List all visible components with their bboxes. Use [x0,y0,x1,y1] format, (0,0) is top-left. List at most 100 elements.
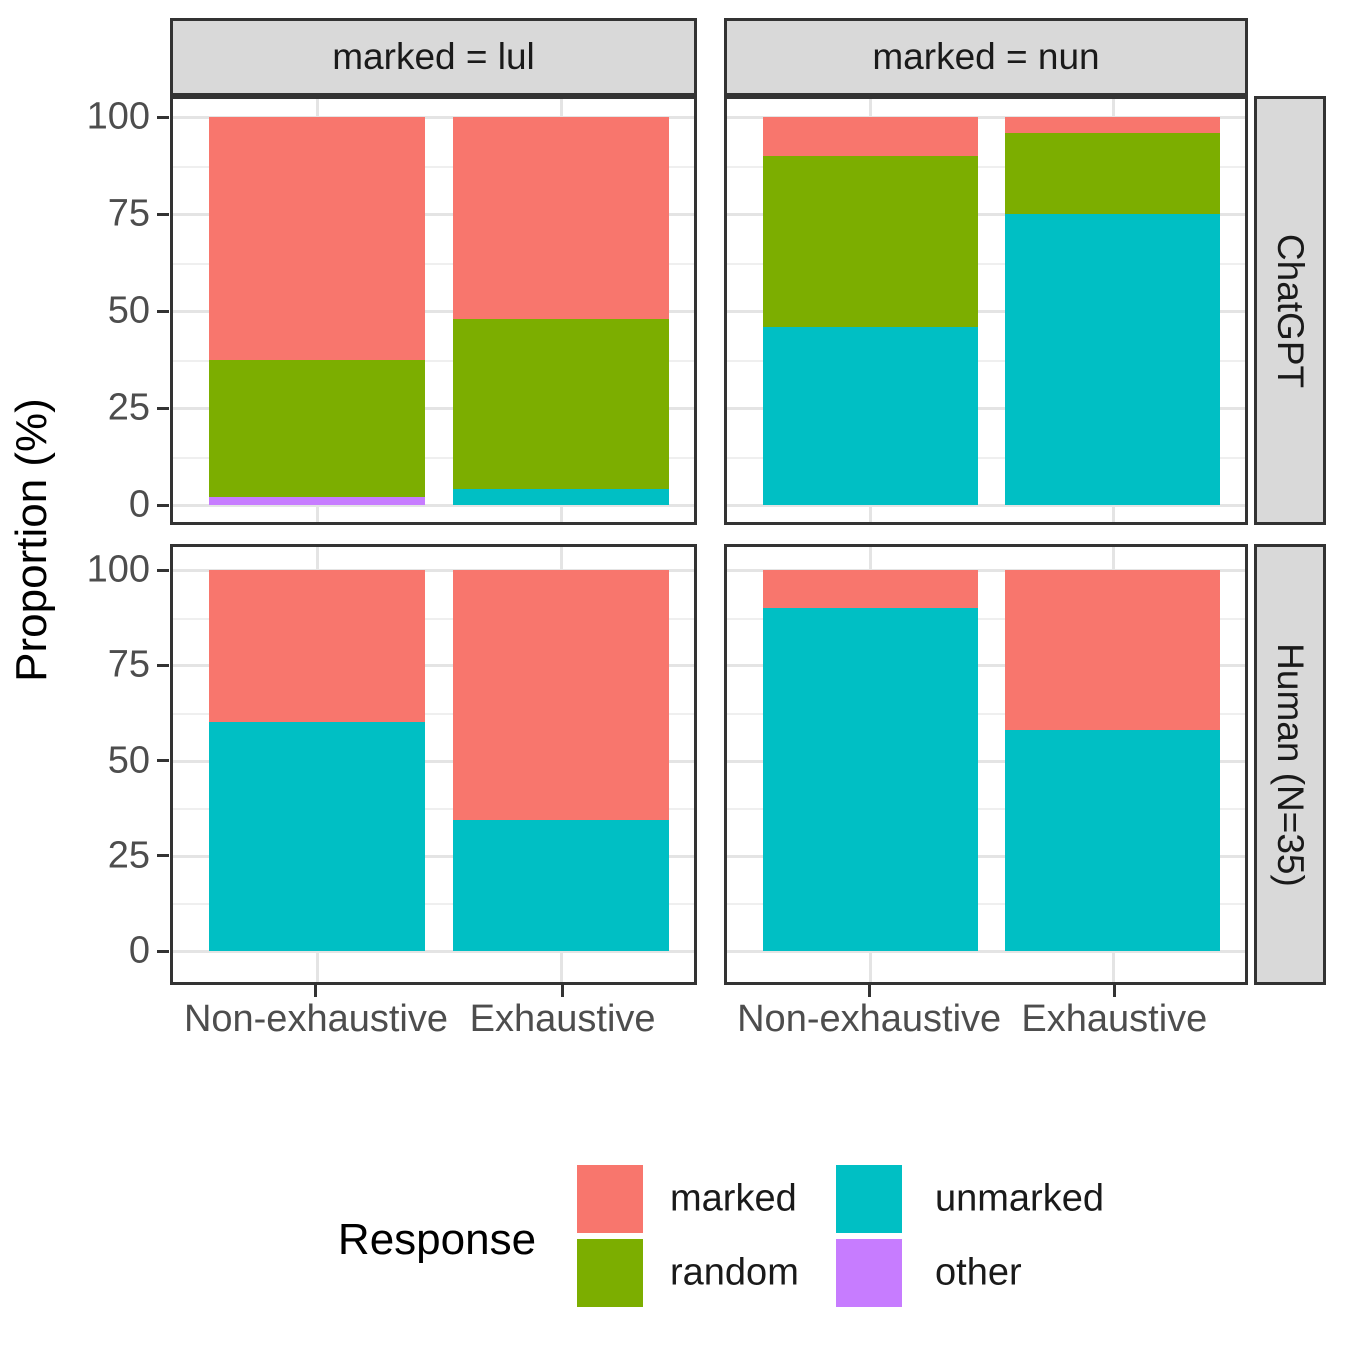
bar-segment-marked [1005,570,1221,731]
legend-label-other: other [935,1251,1022,1294]
y-axis-tick [157,854,169,858]
grid-major-h [173,854,694,858]
legend-label-random: random [670,1251,799,1294]
grid-major-h [173,310,694,313]
y-axis-tick [157,212,169,216]
y-axis-tick [157,568,169,572]
bar-segment-random [763,155,978,327]
grid-minor-h [727,903,1245,906]
x-tick-label-non-exhaustive: Non-exhaustive [183,998,448,1040]
bar-non-exhaustive [763,117,978,505]
y-tick-label: 50 [107,739,150,781]
grid-major-h [173,407,694,410]
y-tick-label: 25 [107,834,150,877]
grid-major-h [173,569,694,572]
y-tick-label: 100 [86,548,150,591]
panel-chatgpt-marked-nun [724,96,1248,525]
grid-major-h [173,950,694,953]
grid-minor-h [173,808,694,811]
grid-major-h [727,504,1245,507]
grid-major-h [173,664,694,668]
grid-minor-h [727,359,1245,362]
x-axis-tick [314,985,318,997]
legend-label-marked: marked [670,1177,797,1220]
grid-minor-h [727,165,1245,168]
grid-major-h [173,213,694,216]
facet-row-strip-human-n-35: Human (N=35) [1254,544,1326,985]
legend-label-unmarked: unmarked [935,1177,1104,1220]
y-axis-title: Proportion (%) [7,398,56,682]
panel-human-n-35-marked-lul [170,544,697,985]
bar-segment-unmarked [1005,730,1221,951]
x-tick-label-exhaustive: Exhaustive [469,998,656,1040]
facet-col-strip-label: marked = lul [332,36,535,77]
grid-minor-h [173,712,694,715]
grid-minor-h [727,712,1245,715]
bar-segment-marked [1005,117,1221,133]
y-axis-tick [157,663,169,667]
grid-major-h [173,759,694,763]
grid-major-h [727,407,1245,410]
bar-segment-random [1005,132,1221,214]
bar-non-exhaustive [763,570,978,951]
bar-segment-unmarked [453,489,670,505]
legend-swatch-other [836,1239,902,1307]
bar-segment-marked [763,570,978,609]
grid-major-h [173,116,694,119]
facet-row-strip-chatgpt: ChatGPT [1254,96,1326,525]
y-tick-label: 75 [107,192,150,235]
bar-exhaustive [1005,117,1221,505]
grid-major-h [727,854,1245,858]
grid-major-h [727,213,1245,216]
x-tick-label-exhaustive: Exhaustive [1021,998,1208,1040]
grid-minor-h [727,808,1245,811]
bar-non-exhaustive [209,570,426,951]
panel-human-n-35-marked-nun [724,544,1248,985]
grid-major-h [173,504,694,507]
y-axis-tick [157,406,169,410]
facet-col-strip-marked-nun: marked = nun [724,18,1248,96]
bar-non-exhaustive [209,117,426,505]
grid-minor-h [727,456,1245,459]
grid-minor-h [173,262,694,265]
bar-segment-marked [209,117,426,360]
legend-swatch-unmarked [836,1165,902,1233]
y-axis-tick [157,949,169,953]
bar-exhaustive [453,117,670,505]
legend-swatch-marked [577,1165,643,1233]
grid-minor-h [173,165,694,168]
bar-segment-random [209,359,426,498]
facet-col-strip-marked-lul: marked = lul [170,18,697,96]
bar-segment-unmarked [763,326,978,505]
y-axis-tick [157,115,169,119]
legend-title: Response [337,1215,537,1264]
y-tick-label: 100 [86,95,150,138]
facet-row-strip-text: Human (N=35) [1270,642,1311,887]
bar-exhaustive [1005,570,1221,951]
grid-minor-h [173,903,694,906]
y-tick-label: 50 [107,289,150,332]
grid-major-h [727,664,1245,668]
x-axis-tick [867,985,871,997]
panel-chatgpt-marked-lul [170,96,697,525]
grid-major-h [727,569,1245,572]
x-axis-tick [1112,985,1116,997]
bar-segment-unmarked [1005,213,1221,505]
y-tick-label: 25 [107,386,150,429]
y-axis-tick [157,759,169,762]
grid-minor-h [173,456,694,459]
grid-minor-h [173,359,694,362]
grid-minor-h [727,262,1245,265]
grid-minor-h [727,617,1245,620]
bar-segment-random [453,318,670,490]
y-axis-tick [157,503,169,507]
bar-exhaustive [453,570,670,951]
grid-major-h [727,950,1245,953]
bar-segment-marked [763,117,978,156]
bar-segment-other [209,497,426,505]
grid-major-h [727,759,1245,763]
bar-segment-marked [209,570,426,723]
grid-major-h [727,310,1245,313]
y-tick-label: 0 [128,929,150,972]
